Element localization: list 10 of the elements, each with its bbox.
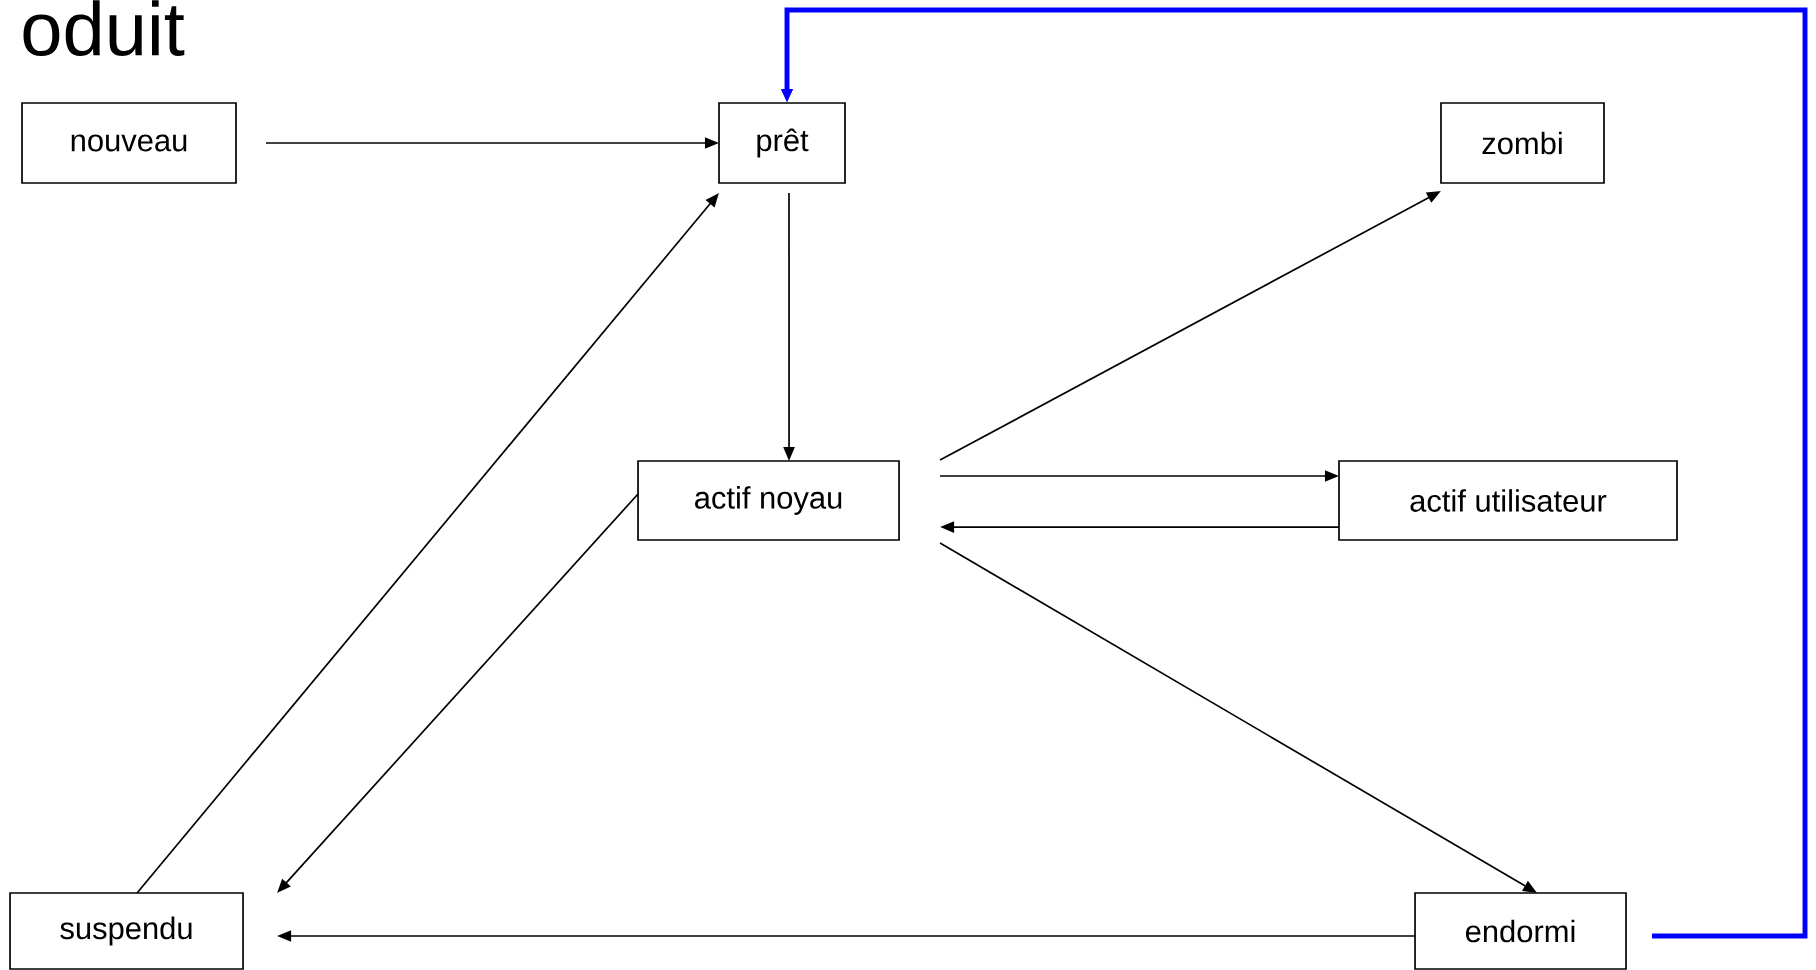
arrow [136, 193, 719, 894]
state-box: endormi [1414, 892, 1627, 970]
state-box: actif utilisateur [1338, 460, 1678, 541]
state-box: suspendu [9, 892, 244, 970]
title: oduit [23, 0, 185, 57]
state-box: prêt [718, 102, 846, 184]
state-box: zombi [1440, 102, 1605, 184]
state-box: nouveau [21, 102, 237, 184]
state-box: actif noyau [637, 460, 900, 541]
arrow [277, 493, 639, 893]
